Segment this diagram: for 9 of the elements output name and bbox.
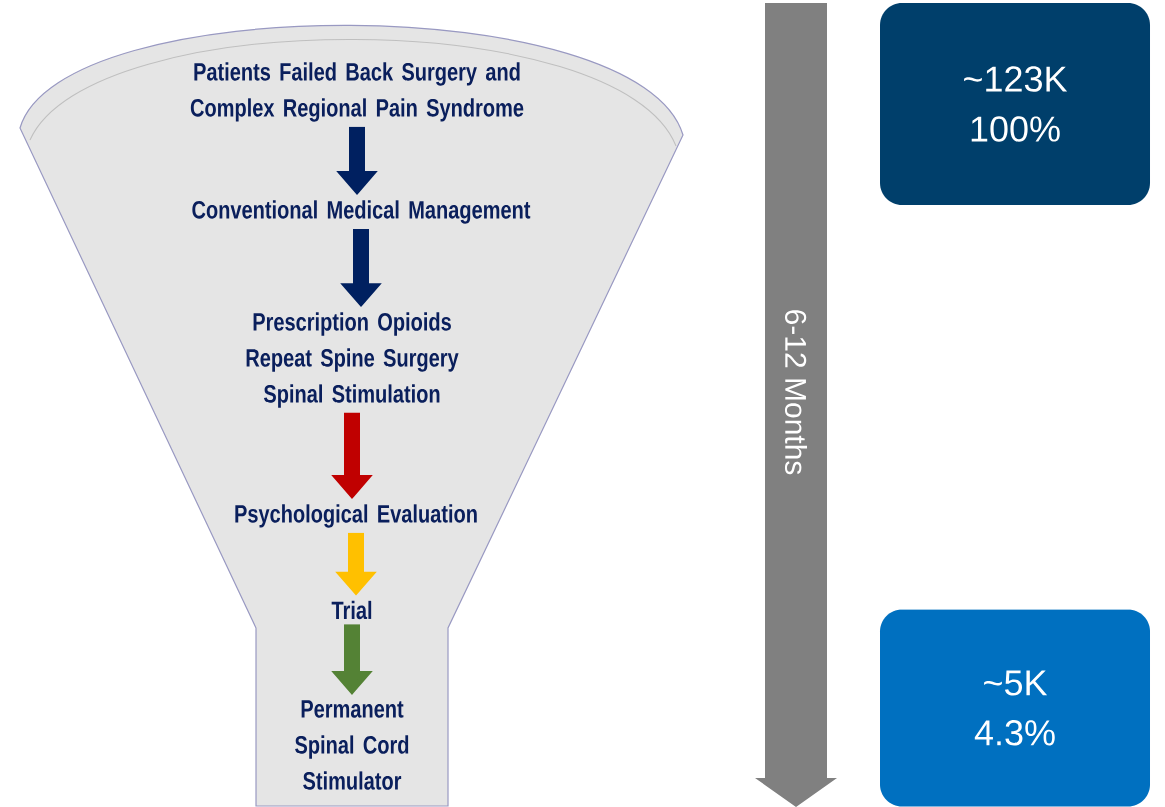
stage-text: Permanent Spinal Cord Stimulator	[295, 700, 409, 790]
stat-box: ~5K 4.3%	[880, 609, 1150, 807]
stage-text: Prescription Opioids Repeat Spine Surgery Spinal Stimulation	[246, 312, 459, 408]
funnel-shape	[19, 24, 684, 807]
stage-text: Conventional Medical Management	[192, 200, 531, 224]
stat-box: ~123K 100%	[880, 3, 1150, 205]
stage-text: Psychological Evaluation	[235, 504, 477, 528]
stage-text: Patients Failed Back Surgery and Complex Regional Pain Syndrome	[190, 62, 524, 122]
stage-text: Trial	[331, 600, 372, 620]
